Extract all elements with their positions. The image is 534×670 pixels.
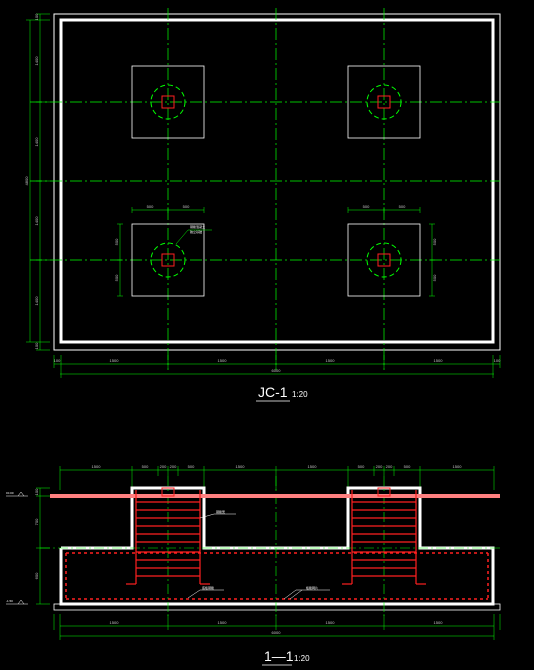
section-view: 1500 500 200 200 500 1500 1500 500 200 2… bbox=[6, 464, 501, 666]
section-dim-left-1: 100 bbox=[34, 488, 39, 495]
section-title: 1—1 bbox=[264, 648, 294, 664]
section-dim-top-11: 500 bbox=[404, 464, 411, 469]
level-bottom: -1.50 bbox=[6, 599, 13, 603]
plan-dim-left-edge-top: 100 bbox=[34, 13, 39, 20]
plan-dim-left-total: 4800 bbox=[24, 176, 29, 186]
plan-dim-bottom-1: 1500 bbox=[110, 358, 120, 363]
plan-callout-line1: 钢筋混凝土 bbox=[190, 224, 205, 229]
pier-dim-left-b: 500 bbox=[183, 204, 190, 209]
plan-left-dim-lines bbox=[26, 13, 50, 351]
pier-side-dim-right-b: 500 bbox=[432, 274, 437, 281]
level-top: ±0.00 bbox=[6, 491, 14, 495]
section-dim-bottom-total: 6000 bbox=[272, 630, 282, 635]
section-dim-left-2: 700 bbox=[34, 518, 39, 525]
section-leaders bbox=[187, 513, 330, 600]
section-dim-top-1: 1500 bbox=[92, 464, 102, 469]
section-dim-top-4: 200 bbox=[170, 464, 177, 469]
section-bottom-dim-lines bbox=[53, 614, 501, 640]
pier-dim-right-a: 500 bbox=[363, 204, 370, 209]
plan-dim-left-edge-bottom: 100 bbox=[34, 342, 39, 349]
section-left-dim-lines bbox=[36, 487, 50, 605]
rebar-cage-right bbox=[342, 490, 426, 585]
section-dim-bottom-4: 1500 bbox=[434, 620, 444, 625]
section-dim-top-12: 1500 bbox=[453, 464, 463, 469]
plan-dim-left-2: 1400 bbox=[34, 137, 39, 147]
plan-outer-outline bbox=[53, 13, 501, 351]
plan-view: 500 500 500 500 500 500 500 500 钢筋混凝土 独立… bbox=[24, 8, 501, 402]
section-label-cage: 钢筋笼 bbox=[216, 509, 225, 514]
section-dim-bottom-1: 1500 bbox=[110, 620, 120, 625]
pier-top-left bbox=[131, 65, 205, 139]
plan-dim-bottom-3: 1500 bbox=[326, 358, 336, 363]
section-dim-top-10: 200 bbox=[386, 464, 393, 469]
section-dim-bottom-2: 1500 bbox=[218, 620, 228, 625]
pier-dimension-lines bbox=[117, 207, 435, 297]
section-dim-top-6: 1500 bbox=[236, 464, 246, 469]
section-label-bottom-rebar: 底板钢筋 bbox=[202, 585, 214, 590]
pier-side-dim-right-a: 500 bbox=[432, 238, 437, 245]
plan-grid-lines bbox=[30, 8, 500, 370]
plan-title: JC-1 bbox=[258, 384, 288, 400]
pier-top-right bbox=[347, 65, 421, 139]
section-dim-bottom-3: 1500 bbox=[326, 620, 336, 625]
plan-dim-bottom-4: 1500 bbox=[434, 358, 444, 363]
plan-dim-left-3: 1400 bbox=[34, 216, 39, 226]
pier-dim-left-a: 500 bbox=[147, 204, 154, 209]
plan-dim-edge-left: 100 bbox=[54, 358, 61, 363]
plan-callout-line2: 独立基础 bbox=[190, 229, 202, 234]
plan-dim-bottom-total: 6000 bbox=[272, 368, 282, 373]
section-dim-top-7: 1500 bbox=[308, 464, 318, 469]
section-grid-lines bbox=[40, 476, 500, 616]
level-markers bbox=[6, 491, 28, 605]
pier-side-dim-left-a: 500 bbox=[114, 238, 119, 245]
section-title-scale: 1:20 bbox=[294, 654, 310, 663]
section-dim-top-5: 500 bbox=[188, 464, 195, 469]
plan-dim-left-4: 1400 bbox=[34, 296, 39, 306]
pier-bottom-left bbox=[131, 223, 205, 297]
section-cushion bbox=[53, 603, 501, 611]
plan-title-scale: 1:20 bbox=[292, 390, 308, 399]
plan-dim-edge-right: 100 bbox=[494, 358, 501, 363]
column-anchor-bars bbox=[161, 487, 391, 497]
pier-side-dim-left-b: 500 bbox=[114, 274, 119, 281]
slab-rebar bbox=[65, 552, 489, 600]
rebar-cage-left bbox=[126, 490, 210, 585]
pier-dim-right-b: 500 bbox=[399, 204, 406, 209]
plan-dim-left-1: 1400 bbox=[34, 56, 39, 66]
section-dim-top-2: 500 bbox=[142, 464, 149, 469]
plan-bottom-dim-lines bbox=[53, 355, 501, 378]
section-dim-top-8: 500 bbox=[358, 464, 365, 469]
section-dim-top-3: 200 bbox=[160, 464, 167, 469]
pier-bottom-right bbox=[347, 223, 421, 297]
section-dim-top-9: 200 bbox=[376, 464, 383, 469]
section-label-mesh: 板筋网片 bbox=[306, 585, 318, 590]
plan-dim-bottom-2: 1500 bbox=[218, 358, 228, 363]
section-dim-left-3: 600 bbox=[34, 572, 39, 579]
